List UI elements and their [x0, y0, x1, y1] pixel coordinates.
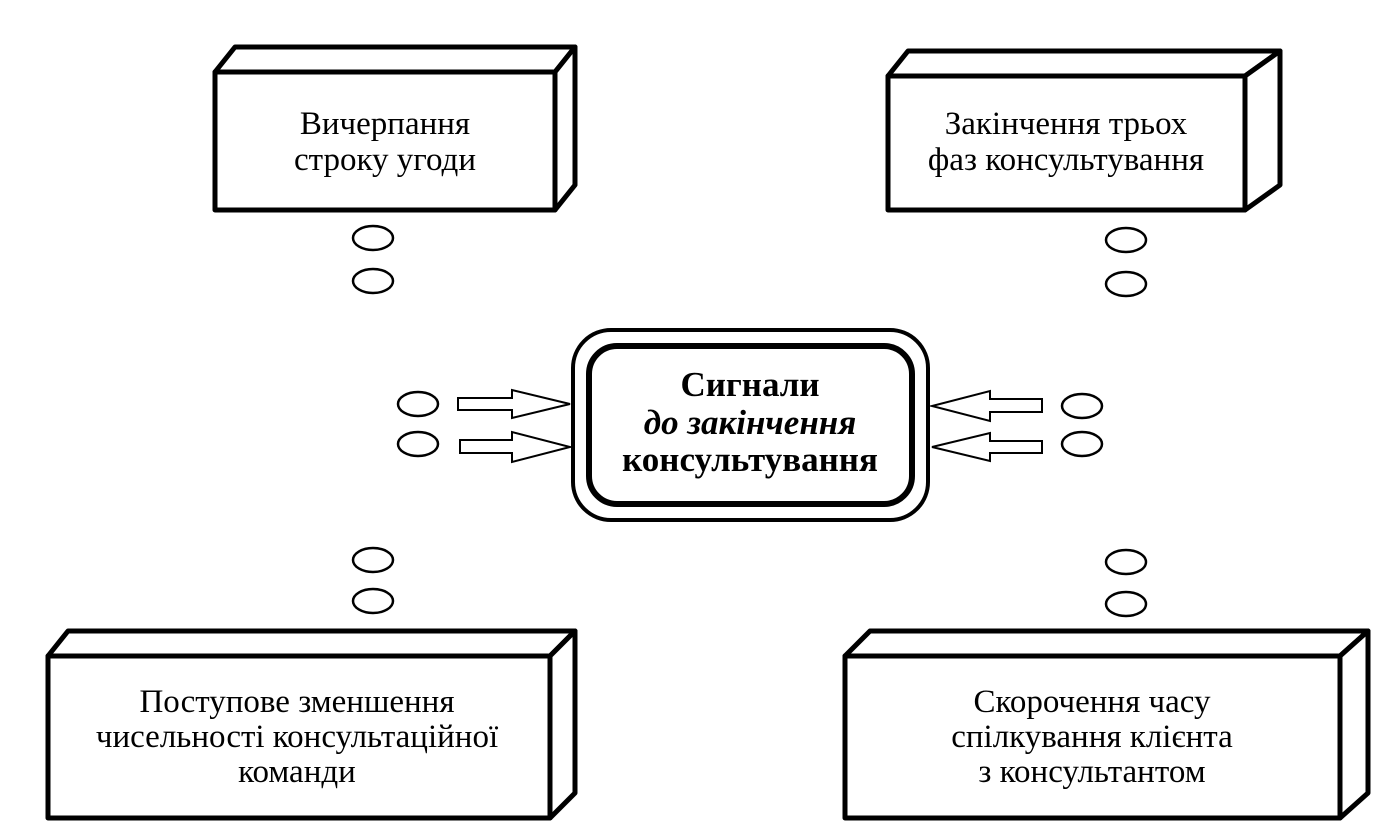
- box-top-left: Вичерпання строку угоди: [212, 44, 578, 213]
- box-bottom-right: Скорочення часу спілкування клієнта з ко…: [842, 628, 1371, 821]
- connector-left: [396, 390, 440, 458]
- box-bottom-left-line1: Поступове зменшення: [139, 684, 454, 720]
- box-top-left-line1: Вичерпання: [300, 106, 470, 142]
- box-bottom-left-line3: команди: [238, 754, 356, 790]
- box-bottom-left: Поступове зменшення чисельності консульт…: [45, 628, 578, 821]
- connector-top-right: [1104, 226, 1148, 298]
- arrow-right-icon: [459, 430, 574, 464]
- box-bottom-right-line2: спілкування клієнта: [951, 719, 1233, 755]
- box-bottom-right-line3: з консультантом: [978, 754, 1205, 790]
- connector-bottom-right: [1104, 548, 1148, 618]
- box-top-right: Закінчення трьох фаз консультування: [885, 48, 1283, 213]
- center-box: Сигнали до закінчення консультування: [571, 328, 930, 522]
- box-bottom-left-line2: чисельності консультаційної: [96, 719, 499, 755]
- arrows-right: [928, 389, 1043, 463]
- box-top-left-line2: строку угоди: [294, 142, 476, 178]
- box-bottom-right-line1: Скорочення часу: [974, 684, 1211, 720]
- box-top-right-line2: фаз консультування: [928, 142, 1204, 178]
- arrow-left-icon: [931, 431, 1043, 463]
- connector-right: [1060, 392, 1104, 458]
- arrows-left: [457, 388, 574, 464]
- center-title-line1: Сигнали: [680, 365, 819, 404]
- box-top-right-line1: Закінчення трьох: [945, 106, 1188, 142]
- connector-bottom-left: [351, 546, 395, 615]
- center-title-line3: консультування: [622, 440, 878, 479]
- arrow-right-icon: [457, 388, 571, 420]
- arrow-left-icon: [928, 389, 1043, 423]
- connector-top-left: [351, 224, 395, 295]
- center-title-line2: до закінчення: [644, 403, 856, 442]
